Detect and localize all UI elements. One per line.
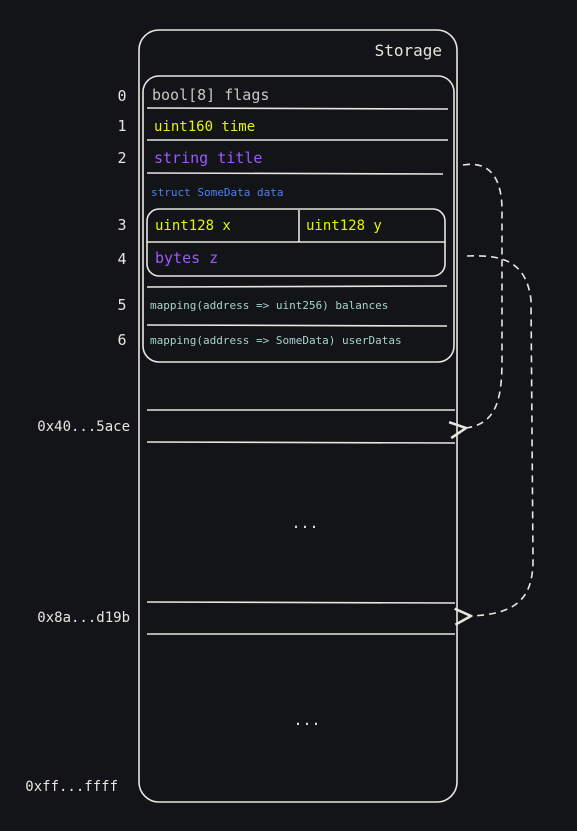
- storage-title: Storage: [375, 41, 442, 60]
- slot-divider: [146, 324, 448, 327]
- struct-label: struct SomeData data: [151, 186, 283, 199]
- ellipsis-upper: ...: [291, 514, 318, 532]
- slot-index-0: 0: [117, 87, 126, 105]
- slot-index-3: 3: [117, 216, 126, 234]
- slot-balances: mapping(address => uint256) balances: [150, 299, 388, 312]
- slot-x: uint128 x: [155, 218, 231, 234]
- ellipsis-lower: ...: [293, 711, 320, 729]
- slot-index-6: 6: [117, 331, 126, 349]
- hashed-slot-line: [146, 441, 456, 444]
- slot-divider: [146, 172, 444, 175]
- slot-y: uint128 y: [306, 218, 382, 234]
- address-label-end: 0xff...ffff: [25, 779, 118, 795]
- slot-divider: [146, 107, 449, 110]
- slot-time: uint160 time: [154, 119, 255, 135]
- slot-divider: [146, 285, 448, 288]
- storage-container: [138, 29, 458, 803]
- fixed-slots-region: [142, 75, 455, 363]
- slot-z: bytes z: [155, 249, 218, 267]
- slot-index-5: 5: [117, 296, 126, 314]
- slot-index-1: 1: [117, 117, 126, 135]
- address-label-a: 0x40...5ace: [37, 419, 130, 435]
- slot-index-2: 2: [117, 149, 126, 167]
- address-label-b: 0x8a...d19b: [37, 610, 130, 626]
- slot-title: string title: [154, 149, 262, 167]
- pointer-arrow-z: [467, 255, 534, 616]
- pointer-arrow-title: [463, 163, 503, 428]
- slot-flags: bool[8] flags: [152, 86, 269, 104]
- hashed-slot-line: [146, 601, 456, 604]
- slot-index-4: 4: [117, 250, 126, 268]
- slot-user-datas: mapping(address => SomeData) userDatas: [150, 334, 402, 347]
